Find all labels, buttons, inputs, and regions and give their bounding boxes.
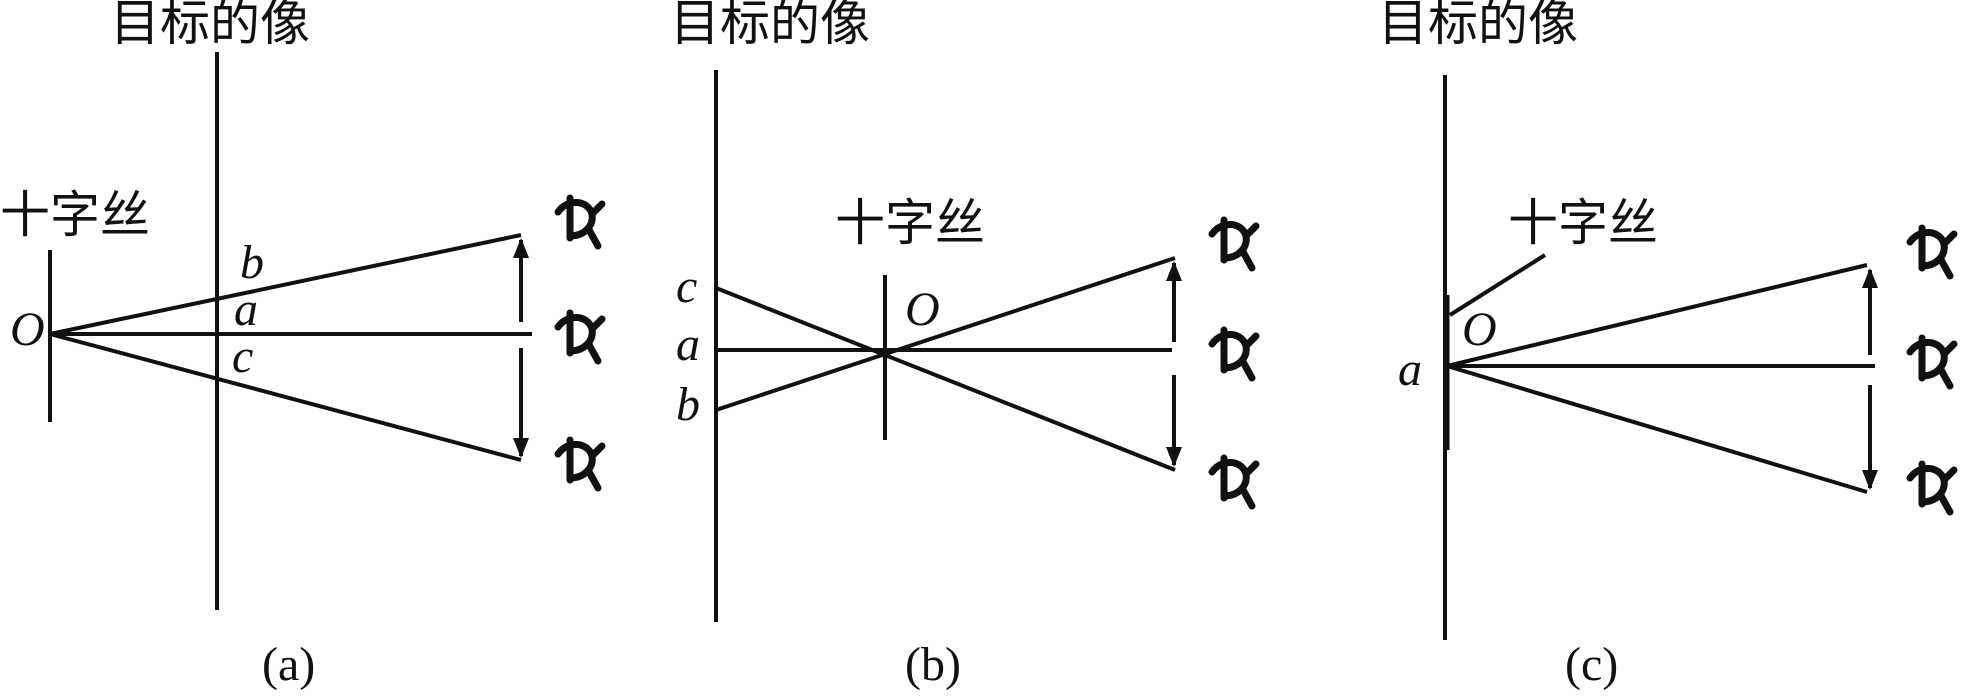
sight-line-lower bbox=[49, 332, 522, 462]
crosshair-leader-line bbox=[1448, 253, 1547, 317]
panel-caption: (a) bbox=[262, 638, 315, 691]
point-label-a: a bbox=[676, 318, 700, 371]
panel-a: 目标的像 十字丝 O b a c (a) bbox=[0, 0, 602, 691]
crosshair-label: 十字丝 bbox=[835, 194, 985, 252]
image-label: 目标的像 bbox=[1378, 0, 1578, 52]
sight-line-upper bbox=[1446, 263, 1868, 368]
sight-line-upper bbox=[49, 233, 522, 336]
point-label-b: b bbox=[676, 378, 700, 431]
eye-icon bbox=[558, 313, 602, 361]
crosshair-label: 十字丝 bbox=[1508, 194, 1658, 252]
image-label: 目标的像 bbox=[110, 0, 310, 52]
image-label: 目标的像 bbox=[670, 0, 870, 52]
sight-line-lower bbox=[1446, 364, 1868, 494]
eye-icon bbox=[558, 440, 602, 488]
eye-icon bbox=[1910, 338, 1954, 386]
panel-caption: (b) bbox=[905, 638, 961, 691]
eye-icon bbox=[1212, 220, 1256, 268]
eye-icon bbox=[1910, 228, 1954, 276]
eye-icon bbox=[558, 198, 602, 246]
point-label-c: c bbox=[232, 330, 253, 383]
point-label-o: O bbox=[1462, 303, 1497, 356]
point-label-o: O bbox=[905, 283, 940, 336]
point-label-b: b bbox=[240, 236, 264, 289]
point-label-a: a bbox=[1398, 343, 1422, 396]
panel-b: 目标的像 十字丝 O c a b (b) bbox=[670, 0, 1256, 691]
eye-icon bbox=[1212, 330, 1256, 378]
point-label-c: c bbox=[676, 260, 697, 313]
panel-caption: (c) bbox=[1565, 638, 1618, 691]
point-label-o: O bbox=[10, 303, 45, 356]
point-label-a: a bbox=[234, 283, 258, 336]
sight-line-b-to-upper bbox=[715, 256, 1176, 412]
sight-line-c-to-lower bbox=[715, 286, 1176, 472]
panel-c: 目标的像 十字丝 O a (c) bbox=[1378, 0, 1954, 691]
eye-icon bbox=[1910, 464, 1954, 512]
crosshair-label: 十字丝 bbox=[0, 186, 150, 244]
eye-icon bbox=[1212, 458, 1256, 506]
